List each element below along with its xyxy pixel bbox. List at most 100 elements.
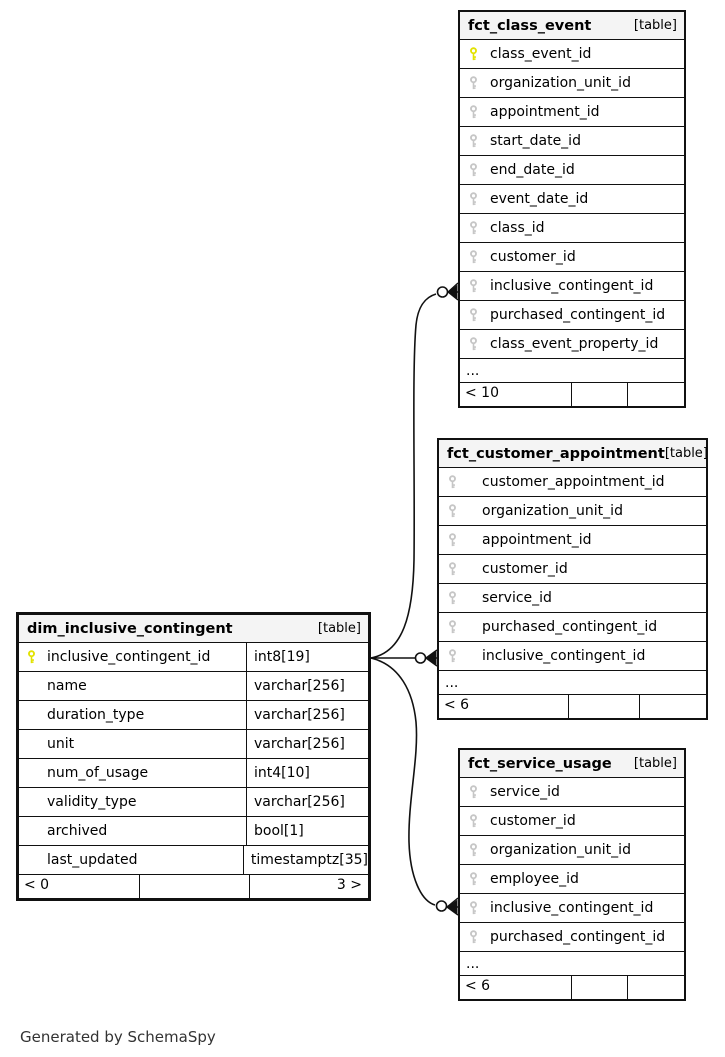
column-name: appointment_id: [482, 532, 592, 548]
footer-cell: [628, 976, 684, 999]
column-name: organization_unit_id: [490, 842, 631, 858]
footer-relationship-count: < 0: [19, 875, 140, 898]
table-footer: < 10: [460, 383, 684, 406]
foreign-key-icon: [468, 337, 479, 351]
foreign-key-icon: [468, 192, 479, 206]
primary-key-icon: [468, 47, 479, 61]
column-name: unit: [47, 736, 75, 752]
column-row: archived bool[1]: [19, 817, 368, 846]
column-name: customer_id: [490, 813, 576, 829]
footer-cell: [572, 383, 628, 406]
table-type-badge: [table]: [317, 621, 361, 636]
edge-to-fct-customer-appointment: [371, 649, 438, 667]
foreign-key-icon: [468, 163, 479, 177]
zero-or-more-circle-icon: [435, 900, 448, 912]
table-footer: < 6: [439, 695, 706, 718]
column-row: duration_type varchar[256]: [19, 701, 368, 730]
column-name: appointment_id: [490, 104, 600, 120]
column-name: archived: [47, 823, 108, 839]
column-name: purchased_contingent_id: [490, 929, 666, 945]
column-row: inclusive_contingent_id: [439, 642, 706, 671]
column-row: purchased_contingent_id: [460, 923, 684, 952]
foreign-key-icon: [468, 901, 479, 915]
table-fct-service-usage: fct_service_usage [table] service_id cus…: [458, 748, 686, 1001]
column-name: customer_id: [490, 249, 576, 265]
column-row: end_date_id: [460, 156, 684, 185]
foreign-key-icon: [468, 930, 479, 944]
foreign-key-icon: [468, 843, 479, 857]
column-name: validity_type: [47, 794, 137, 810]
foreign-key-icon: [468, 785, 479, 799]
column-name: class_event_property_id: [490, 336, 659, 352]
footer-cell: [140, 875, 250, 898]
foreign-key-icon: [447, 504, 458, 518]
column-row: validity_type varchar[256]: [19, 788, 368, 817]
column-name: service_id: [490, 784, 560, 800]
more-columns-ellipsis: ...: [460, 952, 684, 976]
column-row: organization_unit_id: [439, 497, 706, 526]
column-row: appointment_id: [460, 98, 684, 127]
column-row: inclusive_contingent_id: [460, 894, 684, 923]
table-header[interactable]: dim_inclusive_contingent [table]: [19, 615, 368, 643]
table-type-badge: [table]: [633, 756, 677, 771]
column-name: name: [47, 678, 87, 694]
foreign-key-icon: [468, 76, 479, 90]
column-row: service_id: [460, 778, 684, 807]
crow-foot-icon: [447, 899, 458, 915]
primary-key-icon: [26, 650, 37, 664]
column-type: varchar[256]: [254, 736, 345, 752]
foreign-key-icon: [468, 279, 479, 293]
column-row: start_date_id: [460, 127, 684, 156]
column-row: purchased_contingent_id: [460, 301, 684, 330]
column-type: int4[10]: [254, 765, 310, 781]
column-row: appointment_id: [439, 526, 706, 555]
zero-or-more-circle-icon: [414, 652, 427, 664]
column-name: organization_unit_id: [490, 75, 631, 91]
column-row: event_date_id: [460, 185, 684, 214]
column-row: service_id: [439, 584, 706, 613]
foreign-key-icon: [447, 620, 458, 634]
foreign-key-icon: [447, 649, 458, 663]
table-header[interactable]: fct_service_usage [table]: [460, 750, 684, 778]
column-name: customer_id: [482, 561, 568, 577]
table-header[interactable]: fct_customer_appointment [table]: [439, 440, 708, 468]
table-type-badge: [table]: [633, 18, 677, 33]
foreign-key-icon: [447, 591, 458, 605]
column-name: purchased_contingent_id: [482, 619, 658, 635]
column-row: customer_id: [460, 243, 684, 272]
table-title[interactable]: fct_class_event: [468, 17, 592, 34]
column-name: inclusive_contingent_id: [490, 278, 654, 294]
crow-foot-icon: [448, 284, 458, 300]
column-row: class_event_id: [460, 40, 684, 69]
table-footer: < 0 3 >: [19, 875, 368, 898]
column-name: class_event_id: [490, 46, 592, 62]
column-name: inclusive_contingent_id: [490, 900, 654, 916]
footer-cell: [569, 695, 640, 718]
foreign-key-icon: [468, 308, 479, 322]
column-name: end_date_id: [490, 162, 575, 178]
footer-relationship-count: < 10: [460, 383, 572, 406]
column-name: event_date_id: [490, 191, 589, 207]
zero-or-more-circle-icon: [436, 286, 449, 298]
column-name: customer_appointment_id: [482, 474, 665, 490]
column-name: service_id: [482, 590, 552, 606]
column-row: inclusive_contingent_id int8[19]: [19, 643, 368, 672]
column-name: organization_unit_id: [482, 503, 623, 519]
footer-cell: [628, 383, 684, 406]
column-name: purchased_contingent_id: [490, 307, 666, 323]
table-footer: < 6: [460, 976, 684, 999]
column-row: name varchar[256]: [19, 672, 368, 701]
column-name: class_id: [490, 220, 545, 236]
column-row: customer_id: [460, 807, 684, 836]
table-fct-class-event: fct_class_event [table] class_event_id o…: [458, 10, 686, 408]
column-row: num_of_usage int4[10]: [19, 759, 368, 788]
column-name: employee_id: [490, 871, 579, 887]
column-name: num_of_usage: [47, 765, 149, 781]
table-title[interactable]: fct_customer_appointment: [447, 445, 665, 462]
table-title[interactable]: fct_service_usage: [468, 755, 612, 772]
table-title[interactable]: dim_inclusive_contingent: [27, 620, 233, 637]
column-row: organization_unit_id: [460, 836, 684, 865]
table-type-badge: [table]: [664, 446, 708, 461]
table-header[interactable]: fct_class_event [table]: [460, 12, 684, 40]
